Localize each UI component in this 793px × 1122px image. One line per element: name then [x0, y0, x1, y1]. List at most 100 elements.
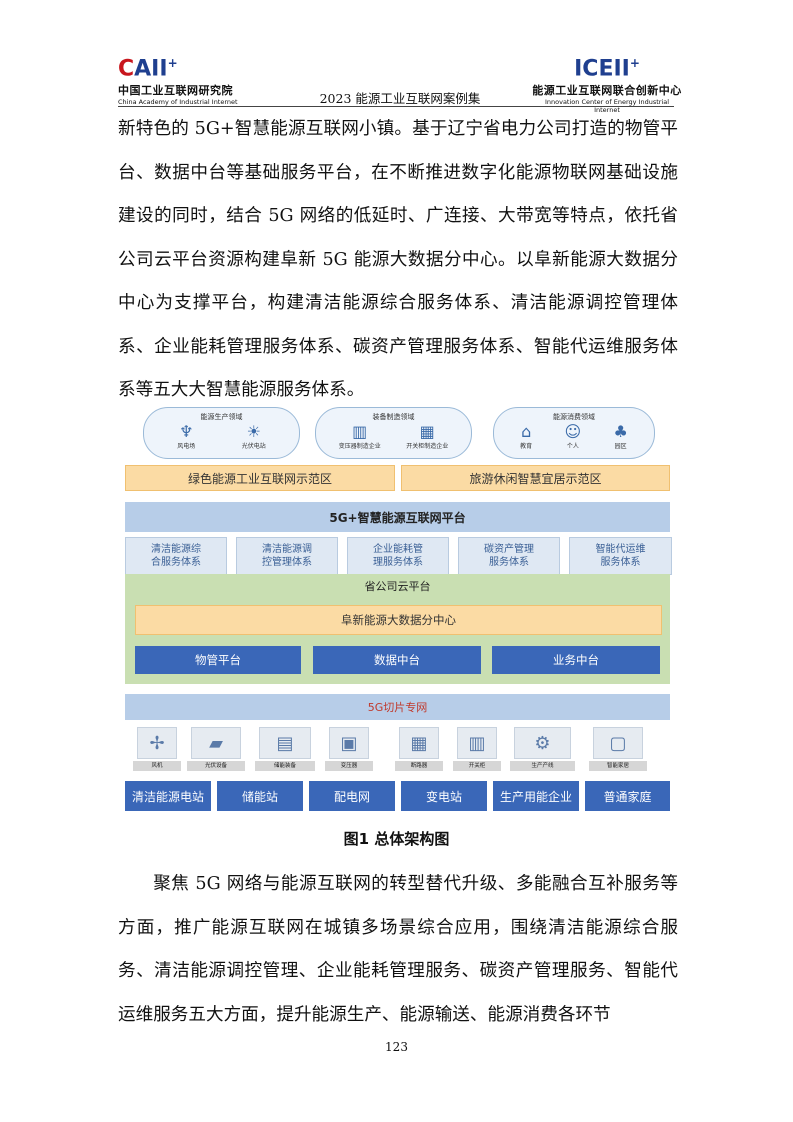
equipment-item: ▰ 光伏设备: [187, 723, 245, 771]
service-line: 控管理体系: [262, 557, 312, 568]
equipment-label: 变压器: [325, 761, 373, 771]
battery-cabinet-icon: ▤: [259, 727, 311, 759]
running-header-title: 2023 能源工业互联网案例集: [319, 91, 481, 106]
endpoint-clean-energy-station: 清洁能源电站: [125, 781, 211, 811]
equipment-label: 储能装备: [255, 761, 315, 771]
platform-business-middle: 业务中台: [492, 646, 660, 674]
pill-label: 装备制造领域: [372, 413, 415, 421]
switchgear-icon: ▦: [399, 727, 439, 759]
pill-item-label: 变压器制造企业: [338, 443, 381, 450]
iceii-logo: ICEII+ 能源工业互联网联合创新中心 Innovation Center o…: [532, 52, 682, 114]
service-line: 服务体系: [600, 557, 641, 568]
endpoint-production-enterprise: 生产用能企业: [493, 781, 579, 811]
park-icon: ♣: [613, 422, 628, 441]
pill-item-label: 光伏电站: [241, 443, 266, 450]
equipment-item: ▥ 开关柜: [453, 723, 501, 771]
switch-cabinet-icon: ▥: [457, 727, 497, 759]
service-clean-energy-dispatch: 清洁能源调控管理体系: [236, 537, 338, 575]
demo-zone-green-energy: 绿色能源工业互联网示范区: [125, 465, 395, 491]
header-divider: [118, 106, 674, 107]
logo-cn-name: 中国工业互联网研究院: [118, 84, 233, 98]
service-line: 理服务体系: [373, 557, 423, 568]
service-line: 智能代运维: [595, 544, 646, 555]
pill-item: ☺ 个人: [564, 422, 582, 451]
cloud-platform-block: 省公司云平台 阜新能源大数据分中心 物管平台 数据中台 业务中台: [125, 574, 670, 684]
platform-5g-smart-energy: 5G+智慧能源互联网平台: [125, 502, 670, 532]
service-smart-om: 智能代运维服务体系: [569, 537, 672, 575]
pill-energy-production: 能源生产领域 ♆风电场 ☀光伏电站: [143, 407, 300, 459]
equipment-label: 断路器: [395, 761, 443, 771]
home-appliance-icon: ▢: [593, 727, 643, 759]
service-line: 企业能耗管: [373, 544, 423, 555]
logo-mark-c: C: [118, 56, 135, 82]
pill-item: ▥ 变压器制造企业: [338, 422, 381, 451]
pill-item-label: 教育: [520, 443, 533, 450]
logo-plus: +: [629, 56, 640, 70]
body-paragraph-1: 新特色的 5G+智慧能源互联网小镇。基于辽宁省电力公司打造的物管平台、数据中台等…: [118, 119, 678, 400]
equipment-label: 生产产线: [510, 761, 575, 771]
service-line: 清洁能源调: [262, 544, 312, 555]
pill-equipment-manufacturing: 装备制造领域 ▥ 变压器制造企业 ▦ 开关柜制造企业: [315, 407, 472, 459]
caii-logo: CAII+ 中国工业互联网研究院 China Academy of Indust…: [118, 52, 258, 106]
transformer-icon: ▣: [329, 727, 369, 759]
equipment-label: 智能家居: [589, 761, 647, 771]
endpoint-storage-station: 储能站: [217, 781, 303, 811]
service-line: 清洁能源综: [151, 544, 201, 555]
endpoint-distribution-network: 配电网: [309, 781, 395, 811]
equipment-label: 风机: [133, 761, 181, 771]
slice-network-bar: 5G切片专网: [125, 694, 670, 720]
endpoint-household: 普通家庭: [585, 781, 670, 811]
person-icon: ☺: [564, 422, 582, 441]
platform-data-middle: 数据中台: [313, 646, 481, 674]
pill-label: 能源消费领域: [553, 413, 595, 421]
pill-item-label: 园区: [614, 443, 627, 450]
service-carbon-asset: 碳资产管理服务体系: [458, 537, 560, 575]
equipment-item: ▦ 断路器: [395, 723, 443, 771]
wind-tower-icon: ♆: [179, 422, 194, 441]
logo-en-name: China Academy of Industrial Internet: [118, 98, 238, 107]
logo-cn-name: 能源工业互联网联合创新中心: [532, 84, 682, 98]
logo-en-name: Innovation Center of Energy Industrial I…: [544, 98, 670, 115]
factory-icon: ▥: [352, 422, 368, 441]
data-center-bar: 阜新能源大数据分中心: [135, 605, 662, 635]
pill-item: ⌂ 教育: [520, 422, 533, 451]
platform-iot-management: 物管平台: [135, 646, 301, 674]
service-line: 合服务体系: [151, 557, 201, 568]
equipment-item: ▤ 储能装备: [255, 723, 315, 771]
equipment-item: ▢ 智能家居: [589, 723, 647, 771]
page-number: 123: [385, 1040, 408, 1054]
body-paragraph-2: 聚焦 5G 网络与能源互联网的转型替代升级、多能融合互补服务等方面，推广能源互联…: [118, 874, 678, 1025]
wind-turbine-icon: ✢: [137, 727, 177, 759]
pill-item-label: 风电场: [177, 443, 196, 450]
pill-item-label: 个人: [566, 443, 579, 450]
service-line: 服务体系: [489, 557, 529, 568]
cloud-platform-title: 省公司云平台: [364, 580, 431, 593]
factory-icon: ▦: [419, 422, 435, 441]
solar-station-icon: ☀: [246, 422, 261, 441]
pill-energy-consumption: 能源消费领域 ⌂ 教育 ☺ 个人 ♣ 园区: [493, 407, 655, 459]
equipment-item: ▣ 变压器: [325, 723, 373, 771]
service-clean-energy-integrated: 清洁能源综合服务体系: [125, 537, 227, 575]
demo-zone-tourism: 旅游休闲智慧宜居示范区: [401, 465, 670, 491]
equipment-item: ✢ 风机: [133, 723, 181, 771]
equipment-item: ⚙ 生产产线: [510, 723, 575, 771]
logo-plus: +: [167, 56, 178, 70]
equipment-label: 光伏设备: [187, 761, 245, 771]
pill-item: ♆ 风电场: [177, 422, 196, 451]
production-line-icon: ⚙: [514, 727, 571, 759]
logo-mark-ic: IC: [574, 56, 599, 82]
equipment-label: 开关柜: [453, 761, 501, 771]
service-enterprise-energy: 企业能耗管理服务体系: [347, 537, 449, 575]
pill-item: ▦ 开关柜制造企业: [406, 422, 449, 451]
endpoint-substation: 变电站: [401, 781, 487, 811]
logo-mark-eii: EII: [598, 56, 630, 82]
logo-mark-rest: AII: [134, 56, 168, 82]
pill-item: ♣ 园区: [613, 422, 628, 451]
pill-item: ☀ 光伏电站: [241, 422, 266, 451]
school-icon: ⌂: [521, 422, 532, 441]
solar-panel-icon: ▰: [191, 727, 241, 759]
pill-item-label: 开关柜制造企业: [406, 443, 449, 450]
service-line: 碳资产管理: [484, 544, 534, 555]
figure-caption: 图1 总体架构图: [343, 830, 450, 848]
architecture-diagram: 能源生产领域 ♆风电场 ☀光伏电站 装备制造领域 ▥变压器制造企业 ▦开关柜制造…: [125, 397, 672, 815]
